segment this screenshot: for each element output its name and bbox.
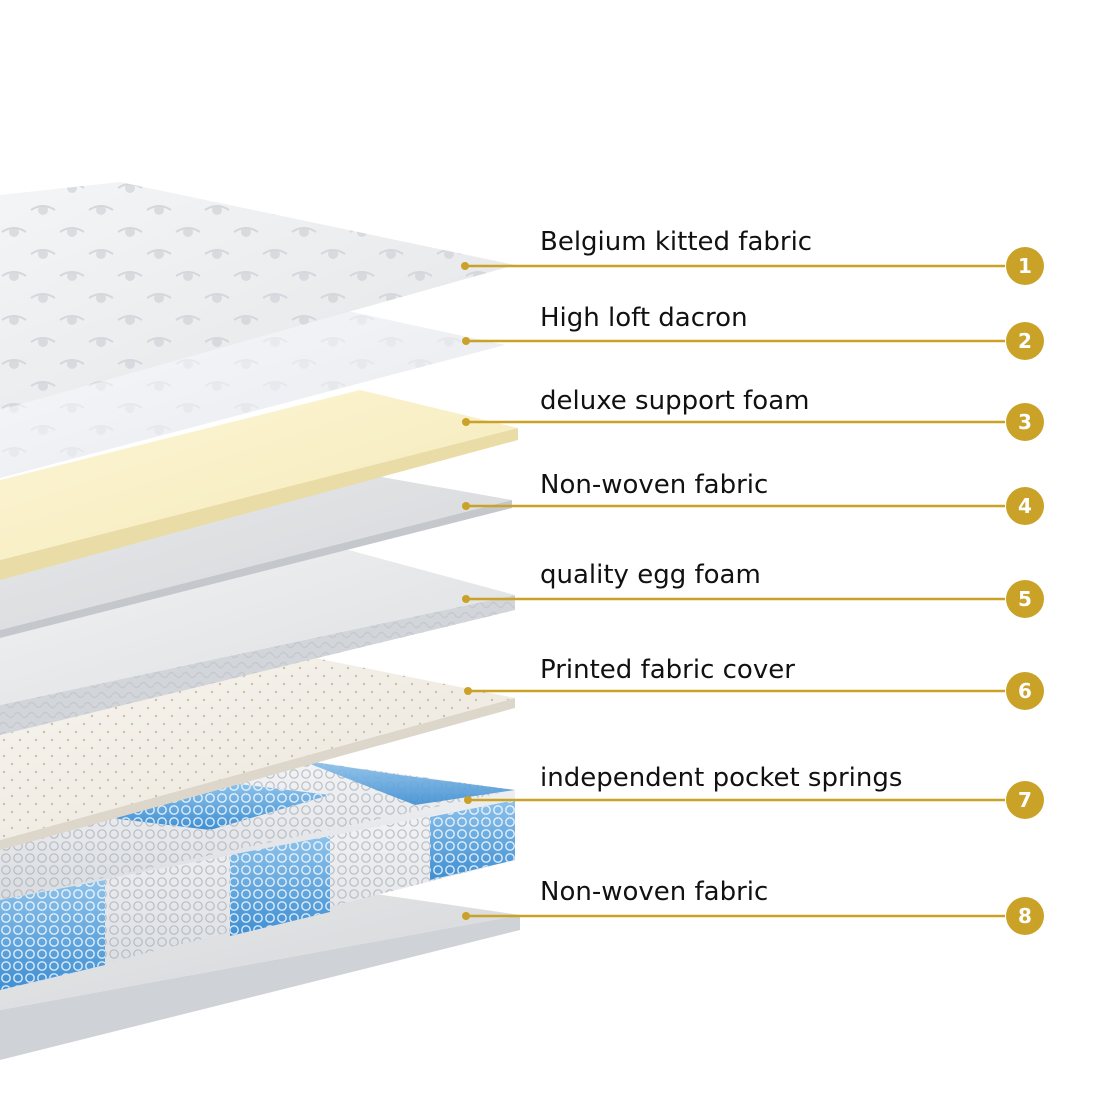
callout-1: Belgium kitted fabric 1 <box>461 227 1044 285</box>
callout-anchor-dot <box>464 796 472 804</box>
layer-label: High loft dacron <box>540 303 748 333</box>
callout-4: Non-woven fabric 4 <box>462 470 1044 525</box>
layer-label: independent pocket springs <box>540 763 902 793</box>
layer-2-high-loft-dacron <box>0 305 505 478</box>
layer-3-support-foam <box>0 390 518 580</box>
number-badge <box>1006 322 1044 360</box>
callout-5: quality egg foam 5 <box>462 560 1044 618</box>
layer-label: Belgium kitted fabric <box>540 227 812 257</box>
layer-label: quality egg foam <box>540 560 761 590</box>
number-badge <box>1006 247 1044 285</box>
callout-anchor-dot <box>464 687 472 695</box>
number-badge-label: 7 <box>1018 788 1032 812</box>
number-badge-label: 5 <box>1018 587 1032 611</box>
number-badge <box>1006 672 1044 710</box>
callout-6: Printed fabric cover 6 <box>464 655 1044 710</box>
callout-2: High loft dacron 2 <box>462 303 1044 360</box>
number-badge <box>1006 781 1044 819</box>
layer-label: Non-woven fabric <box>540 877 768 907</box>
number-badge <box>1006 487 1044 525</box>
callout-8: Non-woven fabric 8 <box>462 877 1044 935</box>
number-badge <box>1006 897 1044 935</box>
callout-anchor-dot <box>462 337 470 345</box>
number-badge <box>1006 403 1044 441</box>
number-badge-label: 3 <box>1018 410 1032 434</box>
callout-anchor-dot <box>462 912 470 920</box>
number-badge <box>1006 580 1044 618</box>
number-badge-label: 2 <box>1018 329 1032 353</box>
callout-anchor-dot <box>462 502 470 510</box>
callout-3: deluxe support foam 3 <box>462 386 1044 441</box>
layer-4-non-woven-fabric <box>0 475 512 638</box>
layer-label: Printed fabric cover <box>540 655 795 685</box>
number-badge-label: 8 <box>1018 904 1032 928</box>
number-badge-label: 1 <box>1018 254 1032 278</box>
layer-1-top-fabric <box>0 182 515 410</box>
callout-7: independent pocket springs 7 <box>464 763 1044 819</box>
callout-anchor-dot <box>461 262 469 270</box>
layer-label: Non-woven fabric <box>540 470 768 500</box>
layer-label: deluxe support foam <box>540 386 809 416</box>
layer-7-pocket-springs <box>0 760 515 990</box>
callout-anchor-dot <box>462 595 470 603</box>
number-badge-label: 6 <box>1018 679 1032 703</box>
callout-anchor-dot <box>462 418 470 426</box>
number-badge-label: 4 <box>1018 494 1032 518</box>
